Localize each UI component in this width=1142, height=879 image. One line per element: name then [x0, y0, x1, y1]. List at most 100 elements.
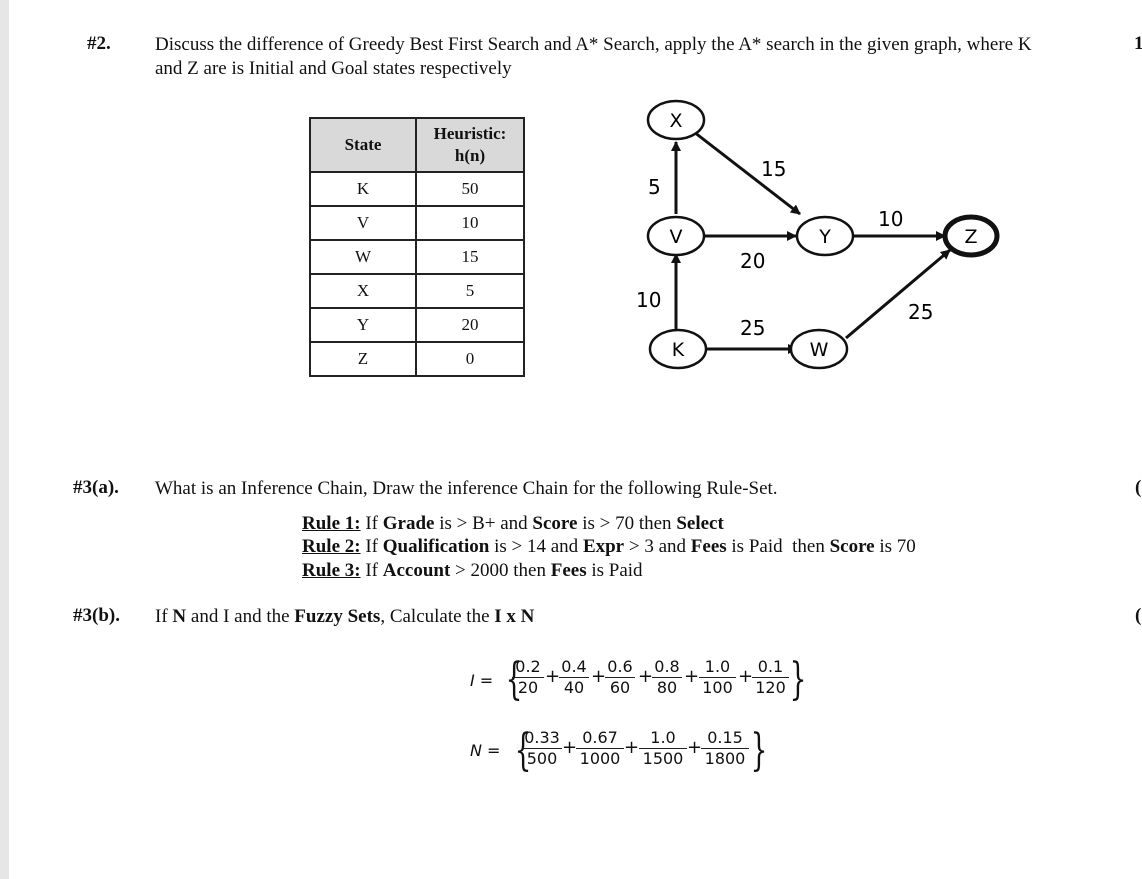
- rule-text: is 70: [874, 536, 916, 557]
- cost-label-v-y: 20: [740, 249, 765, 273]
- term-membership: 0.33: [522, 728, 562, 749]
- node-v: [646, 215, 706, 257]
- state-cell: Z: [309, 341, 417, 377]
- node-x: [646, 99, 706, 141]
- term-element: 500: [526, 749, 558, 768]
- q3b-margin-mark: (: [1135, 605, 1142, 626]
- fuzzy-set-n-label: N =: [470, 741, 501, 760]
- q3a-number: #3(a).: [73, 477, 119, 498]
- rule-term: Grade: [382, 513, 435, 534]
- state-cell: Y: [309, 307, 417, 343]
- plus-sign: +: [738, 666, 754, 687]
- term-membership: 1.0: [699, 657, 736, 678]
- rule-text: is > B+ and: [434, 513, 533, 534]
- rule-text: If: [365, 513, 383, 534]
- plus-sign: +: [545, 666, 561, 687]
- q2-text-line2: and Z are is Initial and Goal states res…: [155, 58, 512, 79]
- term-element: 100: [702, 678, 733, 697]
- rule-text: > 2000 then: [450, 560, 551, 581]
- q2-text-line1: Discuss the difference of Greedy Best Fi…: [155, 34, 1032, 55]
- rule-3: Rule 3: If Account > 2000 then Fees is P…: [302, 559, 643, 583]
- q2-number: #2.: [87, 33, 111, 54]
- rule-text: If: [365, 536, 383, 557]
- q3b-term: Fuzzy Sets: [294, 606, 381, 627]
- rule-term: Fees: [550, 560, 587, 581]
- term-element: 1800: [704, 749, 746, 768]
- term-element: 20: [517, 678, 539, 697]
- plus-sign: +: [638, 666, 654, 687]
- header-heuristic-line2: h(n): [454, 146, 486, 165]
- q3a-text: What is an Inference Chain, Draw the inf…: [155, 478, 778, 499]
- term-membership: 0.1: [752, 657, 789, 678]
- cost-label-v-x: 5: [648, 175, 661, 199]
- term-element: 40: [563, 678, 585, 697]
- state-cell: W: [309, 239, 417, 275]
- plus-sign: +: [624, 737, 640, 758]
- rule-term: Qualification: [382, 536, 490, 557]
- plus-sign: +: [687, 737, 703, 758]
- h-cell: 50: [415, 171, 525, 207]
- q3b-text-part: , Calculate the: [380, 606, 495, 627]
- node-k: [648, 328, 708, 370]
- q3b-text-part: and I and the: [186, 606, 295, 627]
- header-heuristic-line1: Heuristic:: [433, 124, 507, 143]
- rule-2-label: Rule 2:: [302, 536, 361, 557]
- node-y: [795, 215, 855, 257]
- rule-term: Account: [382, 560, 451, 581]
- h-cell: 5: [415, 273, 525, 309]
- table-header-row: State Heuristic: h(n): [309, 117, 525, 173]
- node-w: [789, 328, 849, 370]
- state-cell: V: [309, 205, 417, 241]
- q3b-term: N: [172, 606, 187, 627]
- cost-label-k-v: 10: [636, 288, 661, 312]
- rule-text: If: [365, 560, 383, 581]
- rule-1-label: Rule 1:: [302, 513, 361, 534]
- node-z-goal: [942, 214, 1000, 258]
- q3a-margin-mark: (: [1135, 477, 1142, 498]
- term-membership: 0.67: [576, 728, 624, 749]
- cost-label-y-z: 10: [878, 207, 903, 231]
- rule-term: Fees: [690, 536, 727, 557]
- rule-1: Rule 1: If Grade is > B+ and Score is > …: [302, 512, 724, 536]
- fuzzy-set-n-close-brace: }: [750, 725, 768, 776]
- node-v-label: V: [670, 226, 683, 248]
- q3b-text: If N and I and the Fuzzy Sets, Calculate…: [155, 605, 534, 629]
- state-cell: K: [309, 171, 417, 207]
- term-element: 1500: [642, 749, 684, 768]
- q2-margin-mark: 1: [1134, 33, 1142, 54]
- term-element: 120: [755, 678, 786, 697]
- rule-text: is Paid then: [726, 536, 830, 557]
- fuzzy-set-n-open-brace: {: [514, 725, 532, 776]
- page-left-edge: [0, 0, 9, 879]
- rule-text: is Paid: [586, 560, 643, 581]
- header-state: State: [309, 117, 417, 173]
- rule-term: Expr: [582, 536, 625, 557]
- cost-label-x-y: 15: [761, 157, 786, 181]
- rule-term: Select: [676, 513, 724, 534]
- search-graph: 5 15 20 10 10 25 25 X V Y Z K W: [636, 99, 1000, 370]
- q3b-number: #3(b).: [73, 605, 120, 626]
- term-membership: 0.6: [605, 657, 635, 678]
- fuzzy-set-i-open-brace: {: [505, 654, 523, 705]
- node-x-label: X: [669, 110, 682, 132]
- cost-label-k-w: 25: [740, 316, 765, 340]
- rule-text: > 3 and: [624, 536, 691, 557]
- q3b-text-part: If: [155, 606, 173, 627]
- term-element: 1000: [579, 749, 621, 768]
- rule-term: Score: [829, 536, 875, 557]
- h-cell: 20: [415, 307, 525, 343]
- term-element: 80: [656, 678, 678, 697]
